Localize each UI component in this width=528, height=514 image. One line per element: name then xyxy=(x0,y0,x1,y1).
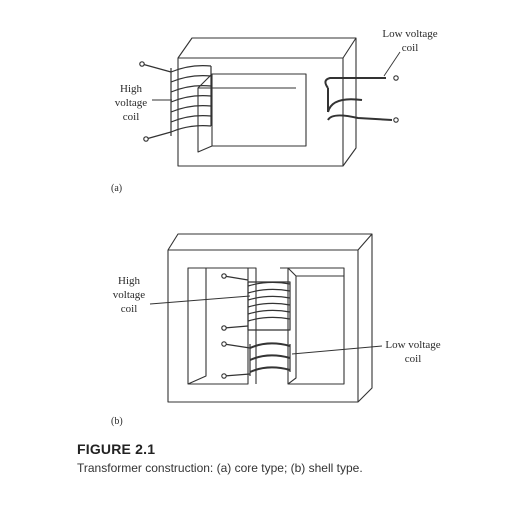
core-a-low-voltage-coil xyxy=(324,75,399,123)
shell-b-lv-leader xyxy=(291,345,383,355)
core-a-high-voltage-coil xyxy=(139,61,212,142)
shell-b-hv-leader xyxy=(149,295,251,305)
shell-b-high-voltage-coil xyxy=(221,273,291,331)
figure-title: FIGURE 2.1 xyxy=(77,441,156,457)
shell-b-low-voltage-coil xyxy=(221,341,291,379)
shell-b-hv-label-line1: High xyxy=(118,275,141,287)
shell-b-right-window xyxy=(287,267,345,385)
shell-type-transformer xyxy=(149,233,383,403)
shell-b-left-window xyxy=(187,267,249,385)
subfigure-b-label: (b) xyxy=(111,416,123,427)
core-type-transformer xyxy=(139,37,401,167)
core-a-lv-leader xyxy=(383,51,401,77)
core-a-lv-label-line2: coil xyxy=(402,42,419,54)
core-a-hv-label-line2: voltage xyxy=(115,97,147,109)
shell-b-hv-label-line3: coil xyxy=(121,303,138,315)
core-a-window xyxy=(197,73,307,153)
core-a-hv-label-line1: High xyxy=(120,83,143,95)
subfigure-a-label: (a) xyxy=(111,183,122,194)
shell-b-outer xyxy=(167,233,373,403)
core-a-outer xyxy=(177,37,357,167)
shell-b-lv-label-line1: Low voltage xyxy=(385,339,440,351)
shell-b-hv-label-line2: voltage xyxy=(113,289,145,301)
figure-caption: Transformer construction: (a) core type;… xyxy=(77,461,363,475)
shell-b-lv-label-line2: coil xyxy=(405,353,422,365)
core-a-lv-label-line1: Low voltage xyxy=(382,28,437,40)
core-a-hv-label-line3: coil xyxy=(123,111,140,123)
